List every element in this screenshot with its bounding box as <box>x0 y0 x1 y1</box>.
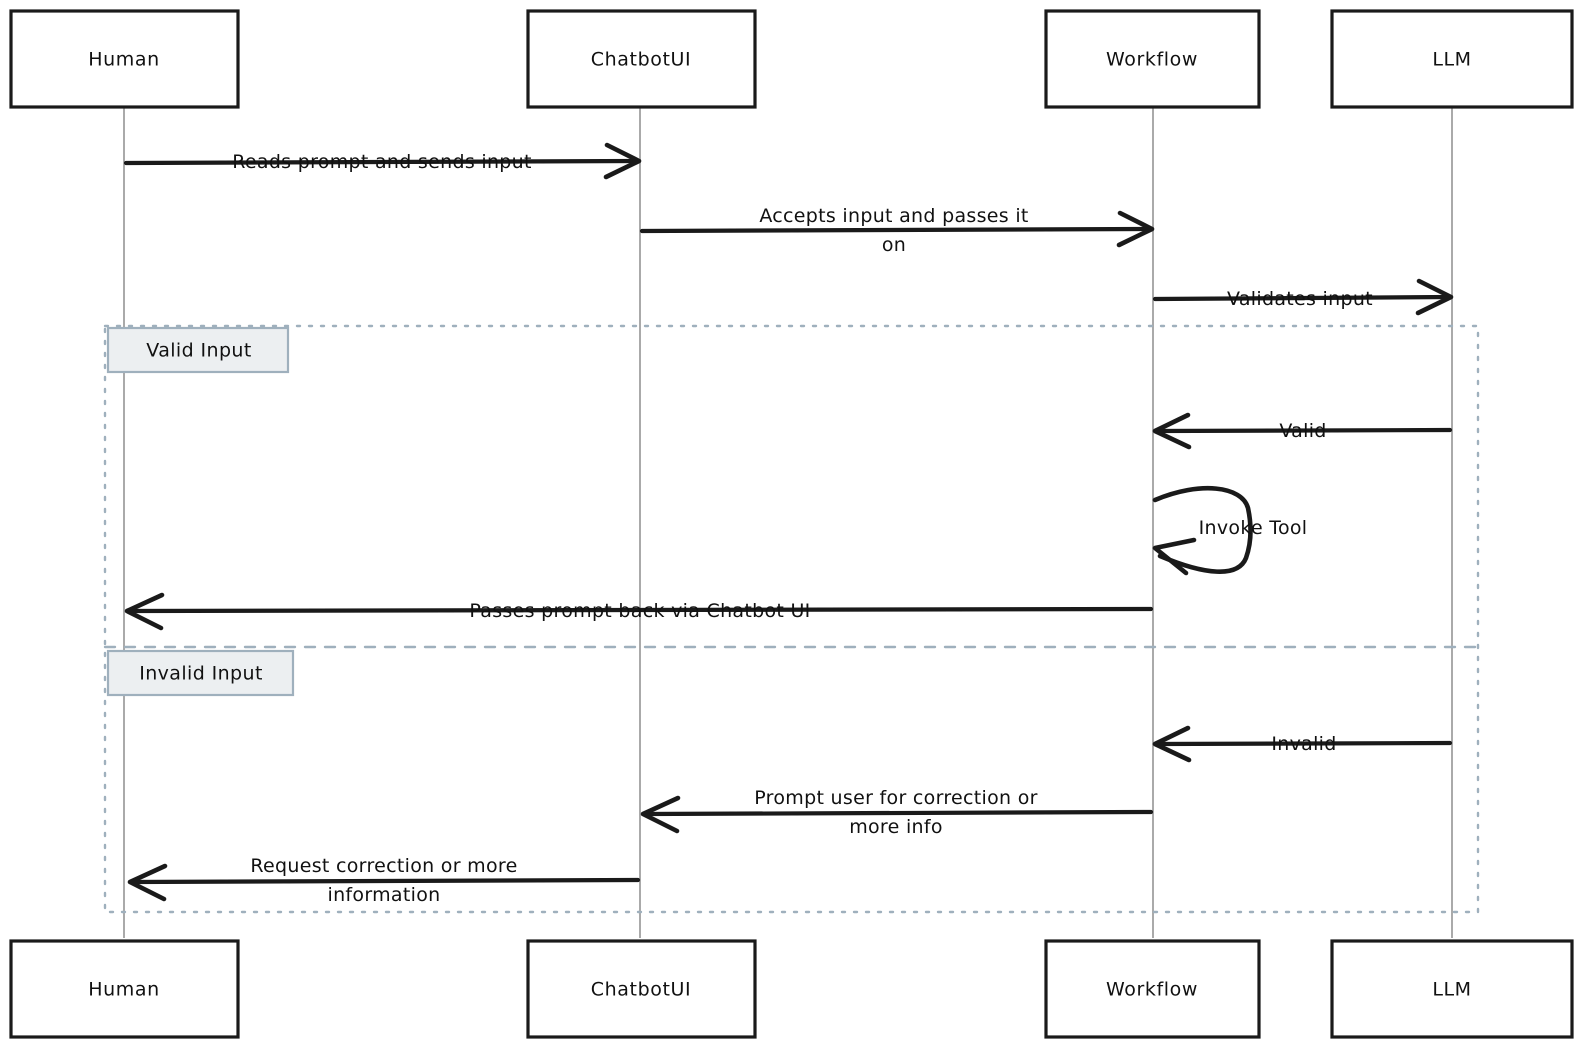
message-label-m4: Valid <box>1279 420 1326 442</box>
participant-rect-llm-top <box>1330 9 1574 109</box>
message-invalid[interactable]: Invalid <box>1152 725 1453 763</box>
message-label-m2-line1: Accepts input and passes it <box>759 205 1028 227</box>
self-loop-path-m5 <box>1152 486 1253 574</box>
message-label-m8-line2: more info <box>849 816 943 838</box>
message-valid[interactable]: Valid <box>1152 412 1453 450</box>
alt-tag-box-valid <box>106 326 290 374</box>
message-line-m3 <box>1152 294 1453 302</box>
participant-label-chatbotui-bottom: ChatbotUI <box>591 979 691 1001</box>
alt-tag-box-invalid <box>106 649 295 697</box>
message-line-m7 <box>1154 740 1453 747</box>
arrowhead-m4 <box>1152 412 1192 450</box>
message-label-m6: Passes prompt back via Chatbot UI <box>469 600 810 622</box>
message-label-m9-line1: Request correction or more <box>250 855 517 877</box>
alt-tag-label-invalid: Invalid Input <box>139 663 263 685</box>
participant-rect-human-top <box>9 9 240 109</box>
arrowhead-m5 <box>1152 537 1197 576</box>
participant-rect-llm-bottom <box>1330 939 1574 1039</box>
arrowhead-m9 <box>127 863 168 902</box>
bottom-participant-boxes: Human ChatbotUI Workflow LLM <box>9 939 1574 1039</box>
message-line-m9 <box>130 877 641 885</box>
arrowhead-m3 <box>1415 278 1454 316</box>
message-reads-prompt-and-sends-input[interactable]: Reads prompt and sends input <box>123 142 642 180</box>
message-label-m2-line2: on <box>882 234 906 256</box>
participant-box-chatbotui-top[interactable]: ChatbotUI <box>526 9 757 109</box>
message-label-m1: Reads prompt and sends input <box>232 151 532 173</box>
participant-box-workflow-top[interactable]: Workflow <box>1044 9 1261 109</box>
participant-rect-workflow-top <box>1044 9 1261 109</box>
message-prompt-user-for-correction-or-more-info[interactable]: Prompt user for correction or more info <box>640 787 1154 838</box>
participant-rect-chatbotui-top <box>526 9 757 109</box>
participant-label-llm-bottom: LLM <box>1432 979 1471 1001</box>
message-accepts-input-and-passes-it-on[interactable]: Accepts input and passes it on <box>639 205 1155 256</box>
alt-fragment-frame <box>103 324 1480 914</box>
message-line-m2 <box>639 226 1154 234</box>
alt-tag-label-valid: Valid Input <box>146 340 251 362</box>
participant-box-human-top[interactable]: Human <box>9 9 240 109</box>
alt-tag-invalid-input: Invalid Input <box>106 649 295 697</box>
participant-rect-chatbotui-bottom <box>526 939 757 1039</box>
alt-tag-valid-input: Valid Input <box>106 326 290 374</box>
participant-label-human-bottom: Human <box>88 979 160 1001</box>
participant-label-llm-top: LLM <box>1432 49 1471 71</box>
message-validates-input[interactable]: Validates input <box>1152 278 1454 316</box>
message-line-m4 <box>1154 427 1453 434</box>
message-label-m5: Invoke Tool <box>1199 517 1308 539</box>
message-line-m6 <box>127 606 1154 614</box>
message-label-m3: Validates input <box>1227 288 1373 310</box>
arrowhead-m7 <box>1152 725 1192 763</box>
message-invoke-tool[interactable]: Invoke Tool <box>1152 486 1308 576</box>
arrowhead-m8 <box>640 795 681 834</box>
participant-label-workflow-bottom: Workflow <box>1106 979 1198 1001</box>
participant-label-workflow-top: Workflow <box>1106 49 1198 71</box>
message-label-m9-line2: information <box>328 884 441 906</box>
participant-box-human-bottom[interactable]: Human <box>9 939 240 1039</box>
arrowhead-m6 <box>124 592 165 631</box>
participant-label-human-top: Human <box>88 49 160 71</box>
participant-rect-human-bottom <box>9 939 240 1039</box>
participant-rect-workflow-bottom <box>1044 939 1261 1039</box>
message-line-m8 <box>643 809 1154 817</box>
participant-box-workflow-bottom[interactable]: Workflow <box>1044 939 1261 1039</box>
message-label-m7: Invalid <box>1271 733 1336 755</box>
message-label-m8-line1: Prompt user for correction or <box>754 787 1038 809</box>
participant-label-chatbotui-top: ChatbotUI <box>591 49 691 71</box>
arrowhead-m1 <box>603 142 642 180</box>
message-line-m1 <box>123 158 641 166</box>
alt-frame-outline <box>103 324 1480 914</box>
participant-box-chatbotui-bottom[interactable]: ChatbotUI <box>526 939 757 1039</box>
lifelines <box>123 108 1453 938</box>
participant-box-llm-bottom[interactable]: LLM <box>1330 939 1574 1039</box>
participant-box-llm-top[interactable]: LLM <box>1330 9 1574 109</box>
arrowhead-m2 <box>1116 210 1155 248</box>
top-participant-boxes: Human ChatbotUI Workflow LLM <box>9 9 1574 109</box>
message-passes-prompt-back-via-chatbot-ui[interactable]: Passes prompt back via Chatbot UI <box>124 592 1154 631</box>
message-request-correction-or-more-information[interactable]: Request correction or more information <box>127 855 641 906</box>
